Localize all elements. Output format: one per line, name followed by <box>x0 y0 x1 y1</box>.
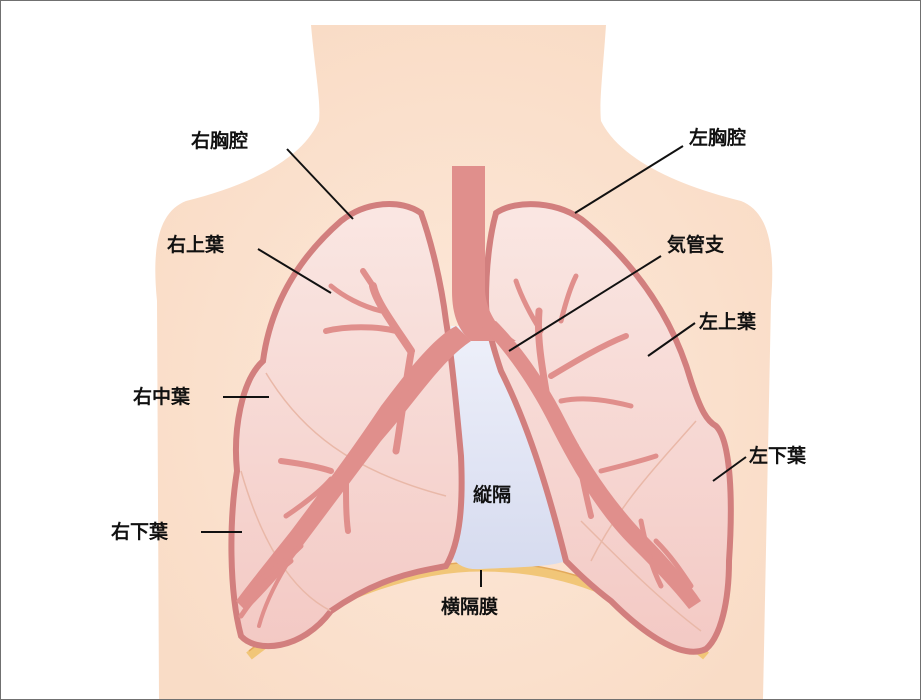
label-bronchus: 気管支 <box>667 233 725 256</box>
label-right-lower-lobe: 右下葉 <box>110 520 169 543</box>
label-left-lower-lobe: 左下葉 <box>749 444 807 467</box>
label-right-upper-lobe: 右上葉 <box>166 233 225 256</box>
label-left-upper-lobe: 左上葉 <box>699 310 757 333</box>
label-diaphragm: 横隔膜 <box>441 595 498 618</box>
label-right-middle-lobe: 右中葉 <box>132 385 191 408</box>
label-mediastinum: 縦隔 <box>473 483 511 506</box>
label-left-thoracic-cavity: 左胸腔 <box>689 126 746 149</box>
label-right-thoracic-cavity: 右胸腔 <box>190 129 248 152</box>
